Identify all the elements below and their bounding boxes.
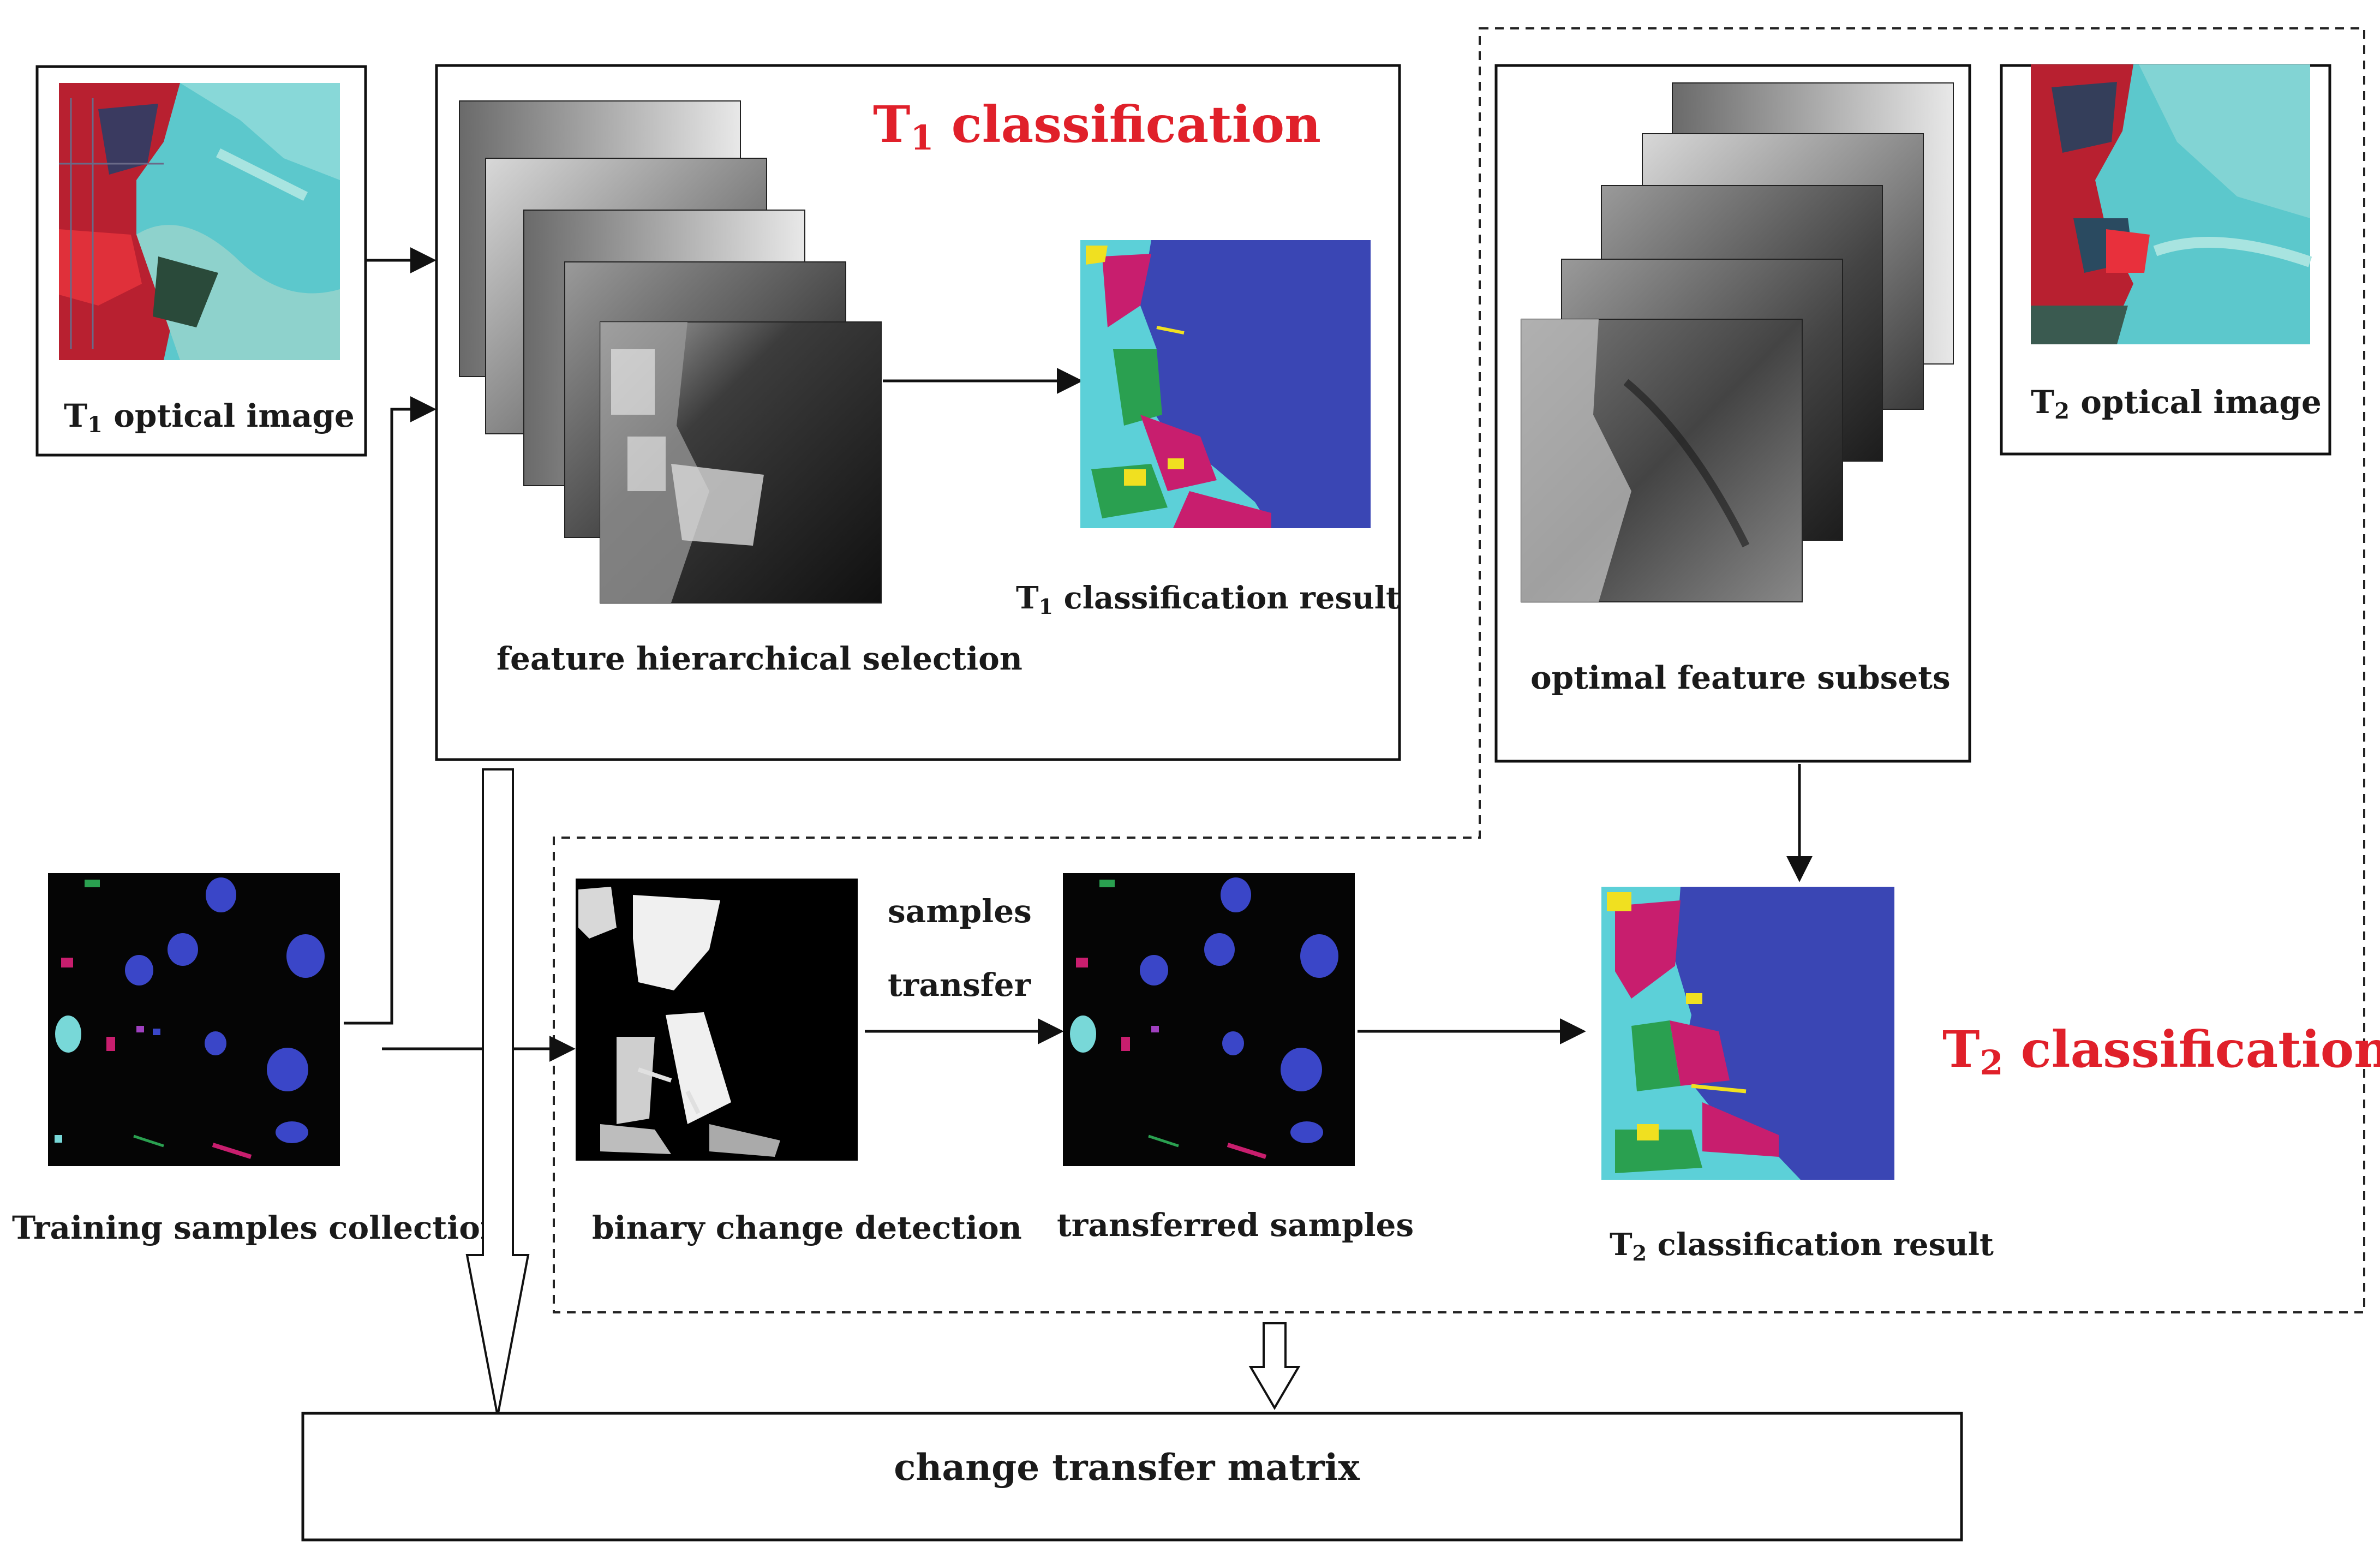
t1-result-label-sub: 1 bbox=[1039, 594, 1053, 619]
t2-optical-image-panel: T2 optical image bbox=[2000, 64, 2331, 456]
t1-classification-title: T1 classification bbox=[873, 95, 1321, 158]
t2-feature-image-stack bbox=[1521, 82, 1954, 602]
samples-transfer-label-1: samples bbox=[888, 893, 1032, 930]
t2-feature-subsets-panel: optimal feature subsets bbox=[1494, 64, 1971, 763]
change-transfer-matrix-panel: change transfer matrix bbox=[301, 1412, 1963, 1542]
t2-result-label-sub: 2 bbox=[1632, 1241, 1647, 1265]
t1-optical-label-rest: optical image bbox=[103, 397, 355, 434]
t2-dashed-region bbox=[553, 27, 2365, 1313]
samples-transfer-label-2: transfer bbox=[888, 966, 1032, 1004]
svg-text:T2 classification result: T2 classification result bbox=[1610, 1227, 1994, 1265]
svg-text:T1 optical image: T1 optical image bbox=[64, 397, 355, 438]
t1-result-label-rest: classification result bbox=[1053, 580, 1400, 616]
t1-title-rest: classification bbox=[934, 95, 1321, 154]
training-samples-image bbox=[48, 873, 340, 1166]
t1-optical-label-sub: 1 bbox=[87, 412, 103, 438]
t1-result-label-main: T bbox=[1016, 580, 1039, 616]
svg-text:T1 classification result: T1 classification result bbox=[1016, 580, 1400, 619]
t2-feature-label: optimal feature subsets bbox=[1530, 659, 1951, 696]
change-transfer-matrix-label: change transfer matrix bbox=[894, 1446, 1360, 1489]
t2-result-label-rest: classification result bbox=[1647, 1227, 1994, 1263]
binary-change-panel: binary change detection bbox=[576, 879, 1022, 1246]
training-to-features-arrow bbox=[344, 396, 436, 1025]
transferred-samples-panel: transferred samples bbox=[1057, 873, 1414, 1244]
t2-optical-label-sub: 2 bbox=[2054, 398, 2070, 424]
binary-change-image bbox=[576, 879, 858, 1161]
t1-classification-result-map bbox=[1080, 240, 1371, 528]
training-samples-label: Training samples collection bbox=[12, 1209, 503, 1246]
t2-optical-image bbox=[2031, 64, 2312, 344]
t1-feature-label: feature hierarchical selection bbox=[497, 640, 1022, 677]
t1-classification-panel: T1 classification feature hierarchical s… bbox=[435, 64, 1401, 761]
transferred-samples-image bbox=[1063, 873, 1355, 1166]
t1-optical-image-panel: T1 optical image bbox=[35, 65, 367, 457]
t2-to-matrix-hollow-arrow bbox=[1248, 1322, 1301, 1410]
t1-optical-image bbox=[59, 83, 340, 360]
t2-title-rest: classification bbox=[2004, 1020, 2380, 1079]
t2-optical-label-rest: optical image bbox=[2070, 384, 2322, 421]
t2-classification-panel: T2 classification T2 classification resu… bbox=[1601, 887, 2380, 1265]
t2-title-sub: 2 bbox=[1980, 1043, 2003, 1083]
t2-classification-result-map bbox=[1601, 887, 1894, 1180]
t2-title-main: T bbox=[1942, 1020, 1980, 1079]
t2-classification-title: T2 classification bbox=[1942, 1020, 2380, 1083]
t2-result-label-main: T bbox=[1610, 1227, 1632, 1263]
t1-optical-label-main: T bbox=[64, 397, 87, 434]
binary-change-label: binary change detection bbox=[592, 1209, 1022, 1246]
t1-feature-image-stack bbox=[459, 100, 882, 604]
transferred-samples-label: transferred samples bbox=[1057, 1206, 1414, 1244]
t1-title-main: T bbox=[873, 95, 910, 154]
svg-text:T2 optical image: T2 optical image bbox=[2031, 384, 2322, 424]
training-samples-panel: Training samples collection bbox=[12, 873, 503, 1246]
t2-optical-label-main: T bbox=[2031, 384, 2054, 421]
t1-to-matrix-hollow-arrow bbox=[465, 768, 530, 1417]
t1-title-sub: 1 bbox=[910, 118, 934, 158]
